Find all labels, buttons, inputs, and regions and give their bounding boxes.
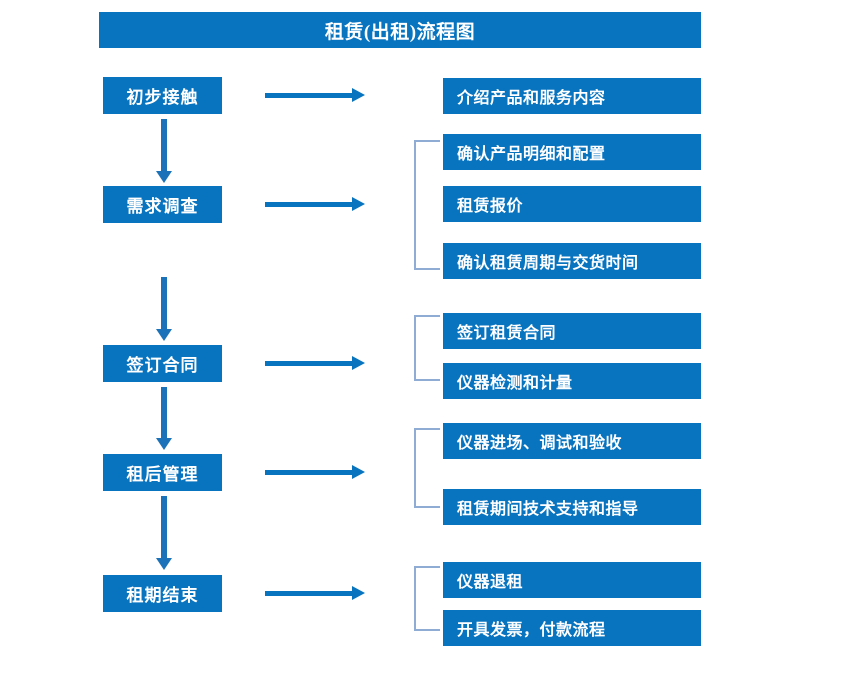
arrow-shaft — [161, 277, 167, 330]
arrow-shaft — [161, 387, 167, 439]
detail-box-确认产品明细和配置[interactable]: 确认产品明细和配置 — [443, 134, 701, 170]
arrow-head — [352, 197, 365, 211]
arrow-shaft — [161, 496, 167, 559]
arrow-shaft — [265, 202, 353, 207]
stage-box-租期结束[interactable]: 租期结束 — [103, 575, 222, 612]
detail-box-仪器退租[interactable]: 仪器退租 — [443, 562, 701, 598]
arrow-shaft — [265, 591, 353, 596]
page-title: 租赁(出租)流程图 — [99, 12, 701, 48]
flow-arrow-right-3 — [265, 355, 365, 371]
arrow-head — [352, 356, 365, 370]
flow-arrow-down-3 — [156, 387, 172, 450]
arrow-head — [352, 465, 365, 479]
flow-arrow-right-5 — [265, 585, 365, 601]
stage-box-租后管理[interactable]: 租后管理 — [103, 454, 222, 491]
detail-box-仪器进场调试和验收[interactable]: 仪器进场、调试和验收 — [443, 423, 701, 459]
detail-box-租赁报价[interactable]: 租赁报价 — [443, 186, 701, 222]
flow-arrow-down-2 — [156, 277, 172, 341]
arrow-head — [156, 438, 172, 450]
arrow-head — [156, 329, 172, 341]
arrow-head — [352, 586, 365, 600]
stage-box-签订合同[interactable]: 签订合同 — [103, 345, 222, 382]
detail-box-仪器检测和计量[interactable]: 仪器检测和计量 — [443, 363, 701, 399]
flow-arrow-right-2 — [265, 196, 365, 212]
group-bracket-租期结束 — [414, 566, 440, 631]
arrow-shaft — [265, 93, 353, 98]
stage-box-需求调查[interactable]: 需求调查 — [103, 186, 222, 223]
arrow-shaft — [265, 361, 353, 366]
detail-box-确认租赁周期与交货时间[interactable]: 确认租赁周期与交货时间 — [443, 243, 701, 279]
group-bracket-签订合同 — [414, 315, 440, 381]
arrow-head — [156, 558, 172, 570]
flow-arrow-down-1 — [156, 119, 172, 183]
flow-arrow-right-1 — [265, 87, 365, 103]
arrow-head — [156, 171, 172, 183]
group-bracket-需求调查 — [414, 140, 440, 270]
detail-box-签订租赁合同[interactable]: 签订租赁合同 — [443, 313, 701, 349]
arrow-shaft — [161, 119, 167, 172]
stage-box-初步接触[interactable]: 初步接触 — [103, 77, 222, 114]
flow-arrow-right-4 — [265, 464, 365, 480]
group-bracket-租后管理 — [414, 428, 440, 508]
arrow-shaft — [265, 470, 353, 475]
arrow-head — [352, 88, 365, 102]
detail-box-开具发票付款流程[interactable]: 开具发票，付款流程 — [443, 610, 701, 646]
detail-box-介绍产品和服务内容[interactable]: 介绍产品和服务内容 — [443, 78, 701, 114]
detail-box-租赁期间技术支持和指导[interactable]: 租赁期间技术支持和指导 — [443, 489, 701, 525]
flow-arrow-down-4 — [156, 496, 172, 570]
